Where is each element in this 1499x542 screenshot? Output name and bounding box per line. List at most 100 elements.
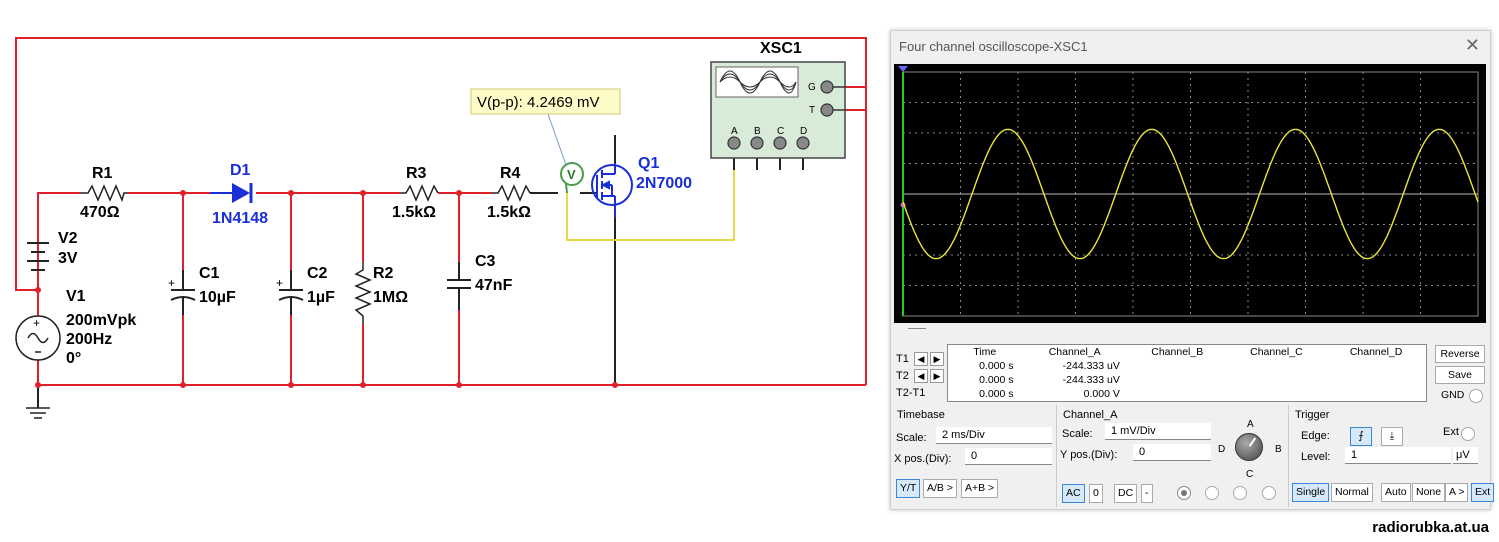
save-button[interactable]: Save <box>1435 366 1485 384</box>
rising-edge-icon[interactable]: ⨍ <box>1350 427 1372 446</box>
gnd-label: GND <box>1441 389 1465 401</box>
channel-d-radio[interactable] <box>1262 486 1276 500</box>
trigger-ext-button[interactable]: Ext <box>1471 483 1495 502</box>
invert-button[interactable]: - <box>1141 484 1153 503</box>
level-unit[interactable]: μV <box>1453 447 1478 464</box>
coupling-dc-button[interactable]: DC <box>1114 484 1138 503</box>
cursor-row-diff: T2-T1 <box>896 384 946 401</box>
mode-yt-button[interactable]: Y/T <box>896 479 921 498</box>
mosfet-q1[interactable]: Q1 2N7000 <box>591 155 692 218</box>
resistor-r2[interactable]: R2 1MΩ <box>354 262 408 324</box>
capacitor-c2[interactable]: + C2 1µF <box>276 265 335 315</box>
timebase-scale-field[interactable]: 2 ms/Div <box>936 427 1052 444</box>
ground-symbol <box>26 407 50 419</box>
xpos-label: X pos.(Div): <box>894 453 952 465</box>
r3-name: R3 <box>406 165 427 182</box>
d1-name: D1 <box>230 162 251 179</box>
ac-source-v1[interactable]: + V1 200mVpk 200Hz 0° <box>15 288 136 367</box>
channel-b-radio[interactable] <box>1205 486 1219 500</box>
resistor-r4[interactable]: R4 1.5kΩ <box>487 165 531 221</box>
table-cell <box>1128 387 1227 402</box>
v1-amplitude: 200mVpk <box>66 312 136 329</box>
channel-scale-field[interactable]: 1 mV/Div <box>1105 423 1211 440</box>
ext-trigger-label: Ext <box>1443 426 1459 438</box>
ypos-field[interactable]: 0 <box>1133 444 1211 461</box>
mode-aplusb-button[interactable]: A+B > <box>961 479 999 498</box>
label-t2: T2 <box>896 369 909 382</box>
t1-right-arrow-icon[interactable]: ▶ <box>930 351 944 366</box>
xpos-field[interactable]: 0 <box>965 448 1052 465</box>
cursor-row-t2: T2 ◀ ▶ <box>896 367 946 384</box>
xsc1-pin-b-label: B <box>754 126 761 137</box>
mode-ab-button[interactable]: A/B > <box>923 479 957 498</box>
table-cell: -244.333 uV <box>1062 373 1120 386</box>
t2-right-arrow-icon[interactable]: ▶ <box>930 368 944 383</box>
table-cell: 0.000 V <box>1083 387 1120 400</box>
table-cell <box>1227 359 1327 373</box>
ext-trigger-radio[interactable] <box>1461 427 1475 441</box>
capacitor-c1[interactable]: + C1 10µF <box>168 265 236 315</box>
table-row: 0.000 s -244.333 uV <box>948 373 1427 387</box>
oscilloscope-xsc1[interactable]: XSC1 A B C D G T <box>710 40 846 159</box>
r2-value: 1MΩ <box>373 289 408 306</box>
coupling-zero-button[interactable]: 0 <box>1089 484 1103 503</box>
v2-value: 3V <box>58 250 78 267</box>
xsc1-pin-a-label: A <box>731 126 738 137</box>
probe-icon-letter: V <box>567 167 576 182</box>
level-field[interactable]: 1 <box>1345 447 1451 464</box>
xsc1-pin-t-label: T <box>809 105 815 116</box>
timebase-panel: Timebase Scale: 2 ms/Div X pos.(Div): 0 … <box>891 405 1057 507</box>
battery-v2[interactable]: V2 3V <box>27 230 78 271</box>
trigger-auto-button[interactable]: Auto <box>1381 483 1411 502</box>
watermark: radiorubka.at.ua <box>1372 519 1489 536</box>
v2-name: V2 <box>58 230 78 247</box>
gnd-radio[interactable] <box>1469 389 1483 403</box>
knob-label-b: B <box>1275 444 1282 455</box>
v1-name: V1 <box>66 288 86 305</box>
xsc1-pin-c-label: C <box>777 126 784 137</box>
r1-name: R1 <box>92 165 113 182</box>
t2-left-arrow-icon[interactable]: ◀ <box>914 368 928 383</box>
channel-title: Channel_A <box>1063 409 1118 421</box>
voltage-probe[interactable]: V(p-p): 4.2469 mV V <box>470 88 621 194</box>
divider-handle[interactable] <box>908 328 926 329</box>
wire-yellow <box>566 170 735 241</box>
xsc1-pin-g-label: G <box>808 82 816 93</box>
trigger-normal-button[interactable]: Normal <box>1331 483 1373 502</box>
close-icon[interactable]: ✕ <box>1464 35 1480 55</box>
resistor-r3[interactable]: R3 1.5kΩ <box>392 165 439 221</box>
r3-value: 1.5kΩ <box>392 204 436 221</box>
trigger-a-button[interactable]: A > <box>1445 483 1469 502</box>
c2-value: 1µF <box>307 289 335 306</box>
col-channel-d: Channel_D <box>1349 346 1403 358</box>
timebase-title: Timebase <box>897 409 945 421</box>
falling-edge-icon[interactable]: ⤓ <box>1381 427 1403 446</box>
coupling-ac-button[interactable]: AC <box>1062 484 1085 503</box>
channel-selector-knob[interactable] <box>1235 433 1263 461</box>
q1-value: 2N7000 <box>636 175 692 192</box>
table-cell <box>1227 373 1327 387</box>
cursor-marker-icon <box>898 66 908 72</box>
scope-plot <box>898 66 1479 317</box>
scope-screen <box>894 64 1486 323</box>
diode-d1[interactable]: D1 1N4148 <box>210 162 268 227</box>
wire-red <box>15 37 867 386</box>
cursor-labels: T1 ◀ ▶ T2 ◀ ▶ T2-T1 <box>896 350 946 401</box>
cursor-row-t1: T1 ◀ ▶ <box>896 350 946 367</box>
q1-name: Q1 <box>638 155 659 172</box>
channel-scale-label: Scale: <box>1062 428 1093 440</box>
col-channel-a: Channel_A <box>1048 346 1101 358</box>
reverse-button[interactable]: Reverse <box>1435 345 1485 363</box>
trigger-single-button[interactable]: Single <box>1292 483 1330 502</box>
capacitor-c3[interactable]: C3 47nF <box>447 253 513 310</box>
table-cell <box>1326 359 1426 373</box>
table-cell <box>1227 387 1327 402</box>
table-cell: 0.000 s <box>979 360 1014 372</box>
channel-c-radio[interactable] <box>1233 486 1247 500</box>
r1-value: 470Ω <box>80 204 120 221</box>
t1-left-arrow-icon[interactable]: ◀ <box>914 351 928 366</box>
resistor-r1[interactable]: R1 470Ω <box>80 165 128 221</box>
trigger-none-button[interactable]: None <box>1412 483 1446 502</box>
channel-a-radio[interactable] <box>1177 486 1191 500</box>
level-label: Level: <box>1301 451 1331 463</box>
